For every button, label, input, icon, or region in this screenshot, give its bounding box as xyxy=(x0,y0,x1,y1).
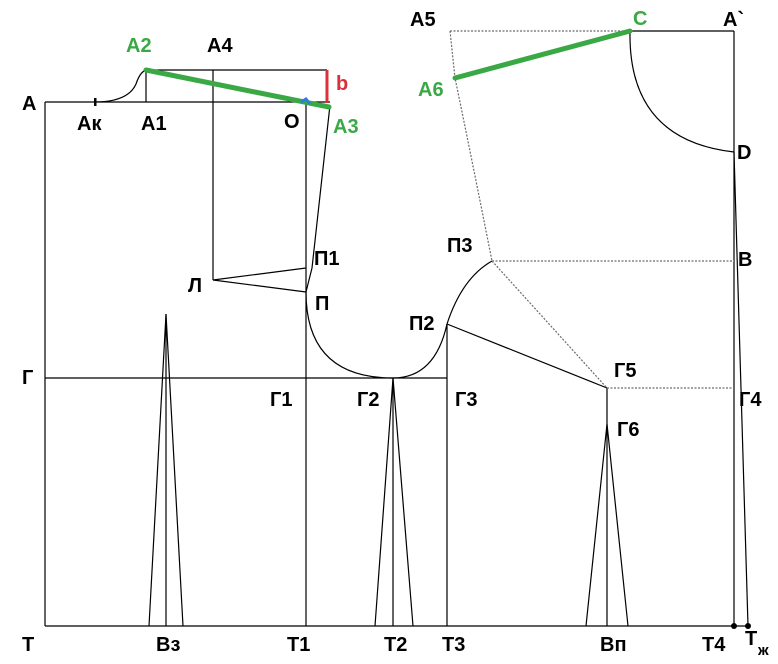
label-t3: Т3 xyxy=(442,634,465,656)
label-g4: Г4 xyxy=(739,389,762,411)
back-neck-curve xyxy=(94,69,147,103)
armhole-to-g5 xyxy=(446,323,608,389)
front-shoulder-dotted xyxy=(449,30,493,262)
label-g: Г xyxy=(22,367,33,389)
back-piece xyxy=(44,69,748,627)
label-d: D xyxy=(737,142,751,164)
label-a5: А5 xyxy=(410,9,436,31)
label-vz: Вз xyxy=(156,634,180,656)
o-point-marker xyxy=(300,97,312,105)
label-a6: А6 xyxy=(418,79,444,101)
label-b: b xyxy=(336,73,348,95)
label-a3: А3 xyxy=(333,116,359,138)
label-t1: Т1 xyxy=(287,634,310,656)
front-armhole-curve xyxy=(446,260,493,325)
label-p: П xyxy=(315,293,329,315)
label-t: Т xyxy=(22,634,34,656)
labels: А Ак А1 А2 А4 b О А3 А5 С А` А6 D П1 Л П… xyxy=(22,8,769,659)
label-c: С xyxy=(633,8,647,30)
label-g6: Г6 xyxy=(617,419,639,441)
ak-tick xyxy=(94,98,97,106)
shoulder-line-front xyxy=(452,28,633,81)
front-piece xyxy=(446,30,749,627)
point-markers xyxy=(94,98,751,629)
label-g3: Г3 xyxy=(455,389,477,411)
label-vp: Вп xyxy=(600,634,627,656)
label-a-prime: А` xyxy=(723,9,744,31)
label-l: Л xyxy=(188,275,202,297)
p3-g5-dotted xyxy=(491,260,608,389)
front-construction xyxy=(449,30,734,389)
label-p1: П1 xyxy=(314,248,340,270)
label-p3: П3 xyxy=(447,235,473,257)
label-o: О xyxy=(284,111,300,133)
side-waist-dart xyxy=(374,377,414,627)
label-t2: Т2 xyxy=(384,634,407,656)
label-g1: Г1 xyxy=(270,389,292,411)
front-neck-curve xyxy=(629,30,735,153)
label-a2: А2 xyxy=(126,35,152,57)
label-a4: А4 xyxy=(207,35,233,57)
label-p2: П2 xyxy=(409,313,435,335)
label-tzh: Т xyxy=(745,628,757,650)
label-a: А xyxy=(22,93,36,115)
shoulder-dart xyxy=(212,267,307,293)
t4-dot xyxy=(731,623,737,629)
label-g2: Г2 xyxy=(357,389,379,411)
label-a1: А1 xyxy=(141,113,167,135)
front-center-to-tzh xyxy=(733,151,749,627)
back-armhole-upper xyxy=(305,104,331,293)
label-tzh-subscript: ж xyxy=(757,642,769,659)
label-ak: Ак xyxy=(77,113,102,135)
tzh-dot xyxy=(745,623,751,629)
label-g5: Г5 xyxy=(614,360,636,382)
label-b-cyr: В xyxy=(738,249,752,271)
front-waist-dart xyxy=(585,423,629,627)
shoulder-line-back xyxy=(143,67,332,110)
label-t4: Т4 xyxy=(702,634,726,656)
